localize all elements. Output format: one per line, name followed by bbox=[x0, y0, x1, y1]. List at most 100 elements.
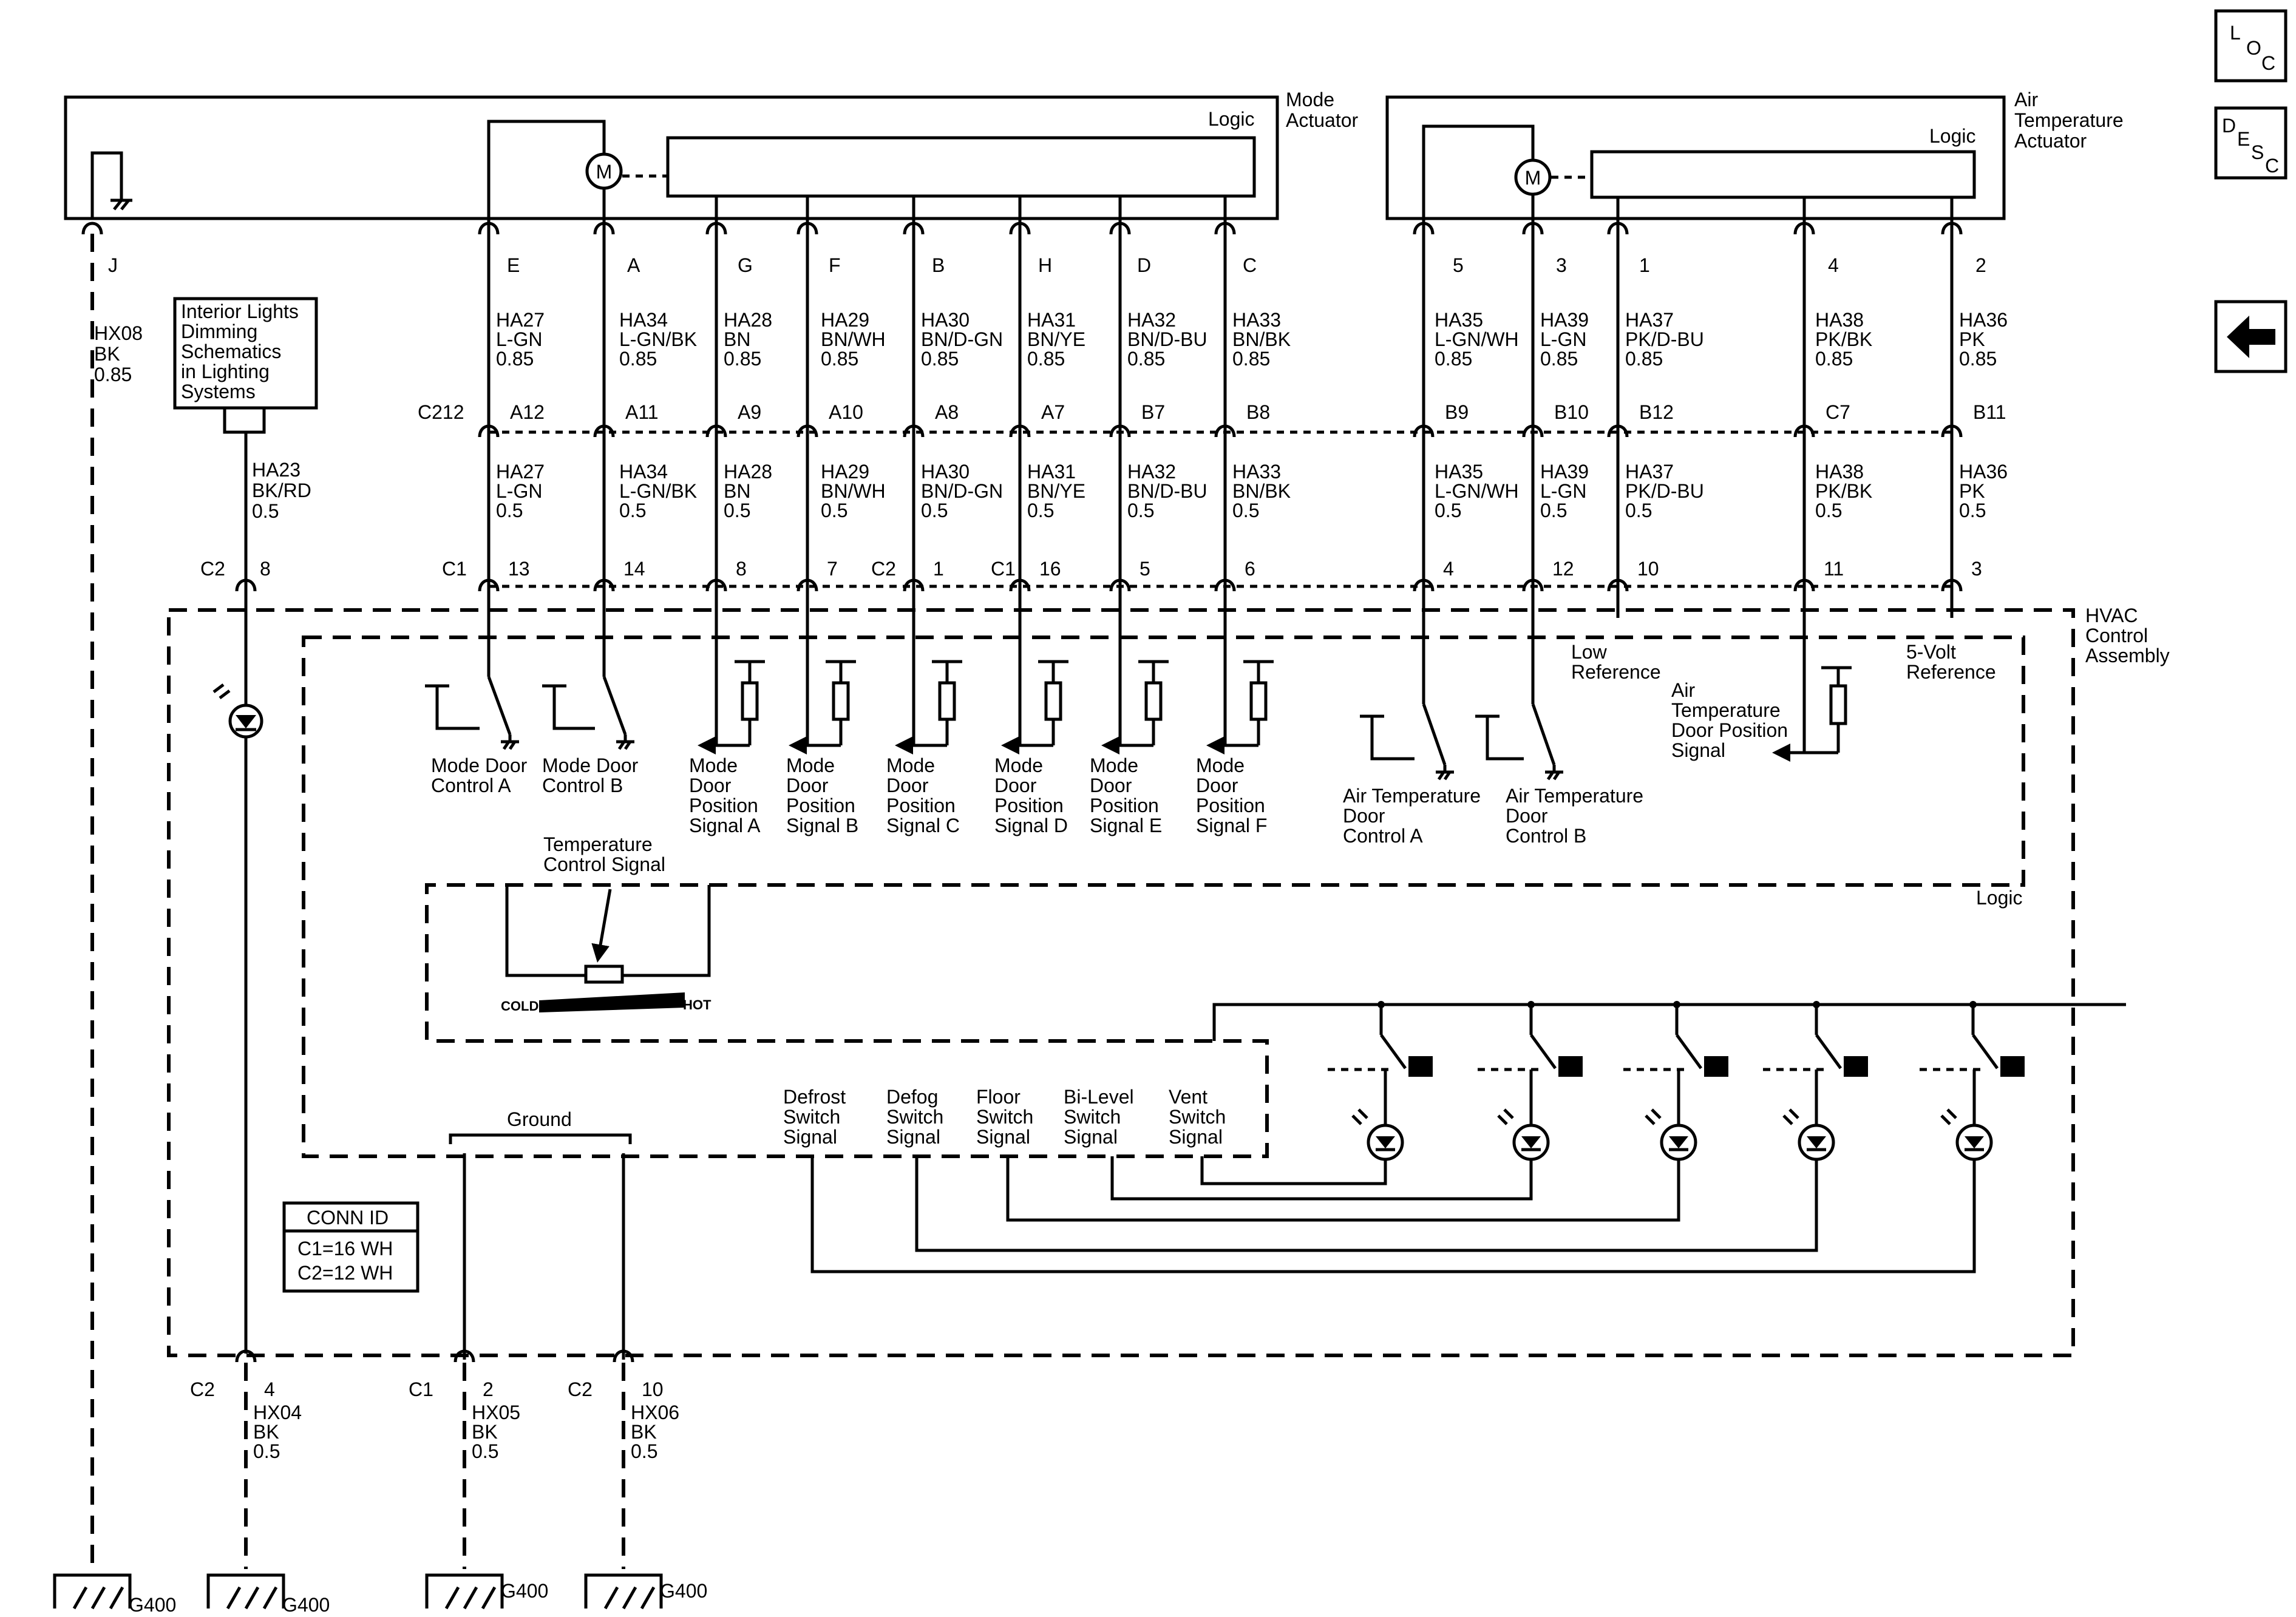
door-control-label-line: Air Temperature bbox=[1343, 785, 1481, 807]
connector-terminal bbox=[1109, 222, 1131, 235]
hvac-pin: 11 bbox=[1824, 558, 1844, 580]
lower-wire-label-line: 0.5 bbox=[1127, 500, 1154, 521]
desc-letter: S bbox=[2251, 141, 2264, 163]
ground-label: Ground bbox=[507, 1108, 572, 1130]
lower-wire-label-line: BN/BK bbox=[1232, 480, 1291, 502]
lower-wire-label-line: HA34 bbox=[619, 461, 668, 483]
interior-lights-reference-text-line: Interior Lights bbox=[181, 300, 299, 322]
hvac-pin: 13 bbox=[508, 558, 530, 580]
conn-id-row: C1=16 WH bbox=[297, 1238, 393, 1259]
mode-actuator-pin: A bbox=[627, 254, 640, 276]
loc-button[interactable]: L O C bbox=[2214, 9, 2288, 83]
connector-terminal bbox=[1607, 222, 1629, 235]
hvac-pin: 8 bbox=[736, 558, 747, 580]
air-temp-actuator-housing bbox=[1385, 95, 2006, 220]
cold-label: COLD bbox=[501, 998, 538, 1014]
ground-icon bbox=[616, 740, 634, 750]
door-control-label-line: Control B bbox=[1506, 825, 1586, 847]
mode-actuator-pin-j: J bbox=[108, 254, 118, 276]
mode-actuator-logic-block bbox=[666, 136, 1256, 198]
bottom-wire-label-line: 0.5 bbox=[631, 1440, 657, 1462]
low-reference-label-line: Reference bbox=[1571, 661, 1661, 683]
connector-terminal bbox=[1522, 222, 1544, 235]
lower-wire-label-line: BN/D-BU bbox=[1127, 480, 1207, 502]
upper-wire-label-line: 0.85 bbox=[1127, 348, 1165, 370]
mode-actuator-pin: F bbox=[829, 254, 841, 276]
upper-wire-label-line: HA30 bbox=[921, 309, 970, 331]
ground-label-g400: G400 bbox=[660, 1580, 707, 1602]
air-temp-actuator-title-line: Temperature bbox=[2014, 109, 2124, 131]
hvac-pin: 10 bbox=[1637, 558, 1659, 580]
upper-wire-label-line: 0.85 bbox=[821, 348, 858, 370]
lower-wire-label-line: HA29 bbox=[821, 461, 869, 483]
desc-letter: C bbox=[2265, 155, 2279, 177]
five-volt-reference-label-line: Reference bbox=[1906, 661, 1996, 683]
c2-pin-8: 8 bbox=[260, 558, 271, 580]
interior-lights-reference-text-line: Systems bbox=[181, 381, 256, 402]
mode-actuator-pin: G bbox=[738, 254, 753, 276]
position-sensor-resistor bbox=[1249, 681, 1268, 721]
lower-wire-label-line: 0.5 bbox=[821, 500, 847, 521]
upper-wire-label-line: HA38 bbox=[1815, 309, 1864, 331]
bottom-wire-label-line: BK bbox=[631, 1421, 657, 1443]
hvac-pin: 7 bbox=[827, 558, 838, 580]
door-control-label-line: Air Temperature bbox=[1506, 785, 1643, 807]
harness-wires bbox=[81, 219, 1963, 1563]
lower-wire-label-line: L-GN bbox=[496, 480, 542, 502]
switch-signal-label-line: Floor bbox=[976, 1086, 1021, 1108]
lower-wire-label-line: 0.5 bbox=[619, 500, 646, 521]
mode-door-position-label-line: Position bbox=[786, 795, 855, 816]
mode-door-position-label-line: Mode bbox=[994, 754, 1043, 776]
switch-signal-label-line: Signal bbox=[783, 1126, 837, 1148]
mode-symbol-icon bbox=[2000, 1056, 2025, 1077]
motor-wire-e bbox=[487, 120, 606, 219]
switch-signal-label-line: Signal bbox=[1064, 1126, 1118, 1148]
mode-symbol-icon bbox=[1844, 1056, 1868, 1077]
back-button[interactable] bbox=[2214, 300, 2288, 373]
upper-wire-label-line: PK bbox=[1959, 328, 1985, 350]
c212-pin: B7 bbox=[1141, 401, 1165, 423]
switch-signal-label-line: Switch bbox=[976, 1106, 1033, 1128]
lower-wire-label-line: 0.5 bbox=[1540, 500, 1567, 521]
connector-terminal bbox=[1009, 222, 1031, 235]
c212-pin: B9 bbox=[1445, 401, 1469, 423]
hvac-pin: 16 bbox=[1039, 558, 1061, 580]
hvac-control-assembly-title-line: Control bbox=[2085, 625, 2148, 646]
switch-signal-label-line: Vent bbox=[1169, 1086, 1207, 1108]
mode-motor-icon bbox=[585, 152, 623, 190]
bottom-connector-label: C1 bbox=[409, 1378, 433, 1400]
hvac-pin: 1 bbox=[933, 558, 944, 580]
ha23-wire-label-line: BK/RD bbox=[252, 480, 311, 501]
desc-button[interactable]: D E S C bbox=[2214, 106, 2288, 180]
air-temp-door-position-label-line: Signal bbox=[1671, 739, 1725, 761]
bottom-wire-label-line: HX05 bbox=[472, 1402, 520, 1423]
upper-wire-label-line: 0.85 bbox=[619, 348, 657, 370]
lower-wire-label-line: 0.5 bbox=[1232, 500, 1259, 521]
upper-wire-label-line: 0.85 bbox=[1625, 348, 1663, 370]
ground-icon bbox=[1436, 770, 1454, 781]
bottom-wire-label-line: BK bbox=[253, 1421, 279, 1443]
lower-wire-label-line: HA35 bbox=[1435, 461, 1483, 483]
temperature-potentiometer bbox=[584, 964, 624, 984]
lower-wire-label-line: BN/D-GN bbox=[921, 480, 1003, 502]
loc-letter: O bbox=[2246, 37, 2261, 59]
air-temp-logic-block bbox=[1590, 150, 1976, 199]
